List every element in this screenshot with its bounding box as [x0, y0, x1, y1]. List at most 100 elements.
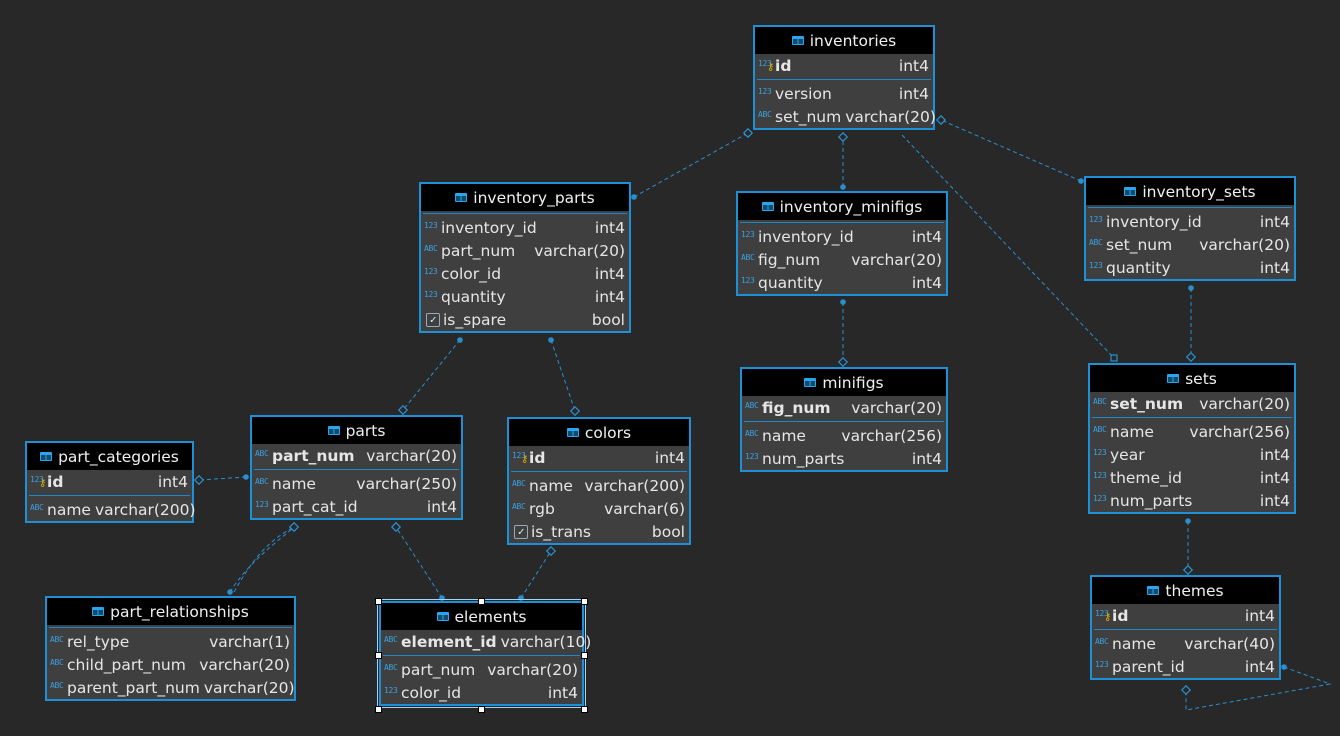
table-header: minifigs: [742, 369, 946, 396]
text-icon: ABC: [50, 658, 64, 667]
table-header: inventory_parts: [421, 184, 629, 211]
table-header: themes: [1092, 577, 1279, 604]
int-icon: 123: [1095, 660, 1109, 669]
table-icon: [761, 202, 774, 211]
resize-handle[interactable]: [375, 706, 382, 713]
table-icon: [455, 193, 468, 202]
table-header: sets: [1090, 365, 1294, 392]
resize-handle[interactable]: [375, 598, 382, 605]
column-row[interactable]: 123idint4: [27, 470, 192, 493]
int-key-icon: 123: [758, 59, 775, 73]
resize-handle[interactable]: [581, 652, 588, 659]
column-row[interactable]: 123idint4: [509, 446, 689, 469]
table-header: inventory_sets: [1086, 178, 1294, 205]
resize-handle[interactable]: [581, 598, 588, 605]
table-icon: [1167, 374, 1180, 383]
text-icon: ABC: [50, 681, 64, 690]
resize-handle[interactable]: [375, 652, 382, 659]
int-icon: 123: [424, 221, 438, 230]
table-header: colors: [509, 419, 689, 446]
table-icon: [791, 36, 804, 45]
table-icon: [92, 607, 105, 616]
checkbox-icon: ✓: [426, 312, 440, 327]
table-header: inventory_minifigs: [738, 193, 946, 220]
int-key-icon: 123: [512, 451, 529, 465]
link-themes-self: [1185, 666, 1332, 711]
int-icon: 123: [741, 230, 755, 239]
checkbox-icon: ✓: [514, 524, 528, 539]
int-icon: 123: [384, 686, 398, 695]
column-row[interactable]: 123idint4: [755, 54, 933, 77]
table-icon: [327, 426, 340, 435]
resize-handle[interactable]: [478, 598, 485, 605]
text-icon: ABC: [384, 635, 398, 644]
link-part-relationships-parts-1: [229, 526, 295, 593]
table-part-categories[interactable]: part_categories 123idint4 ABCnamevarchar…: [25, 441, 196, 523]
link-elements-parts: [395, 526, 443, 599]
table-icon: [1147, 586, 1160, 595]
int-icon: 123: [745, 452, 759, 461]
table-icon: [566, 428, 579, 437]
table-header: inventories: [755, 27, 933, 54]
int-icon: 123: [1093, 494, 1107, 503]
text-icon: ABC: [1093, 425, 1107, 434]
int-icon: 123: [255, 500, 269, 509]
resize-handle[interactable]: [581, 706, 588, 713]
text-icon: ABC: [741, 253, 755, 262]
int-icon: 123: [1093, 448, 1107, 457]
text-icon: ABC: [1089, 238, 1103, 247]
table-header: part_categories: [27, 443, 192, 470]
resize-handle[interactable]: [478, 706, 485, 713]
table-header: part_relationships: [47, 598, 294, 625]
column-row[interactable]: 123idint4: [1092, 604, 1279, 627]
